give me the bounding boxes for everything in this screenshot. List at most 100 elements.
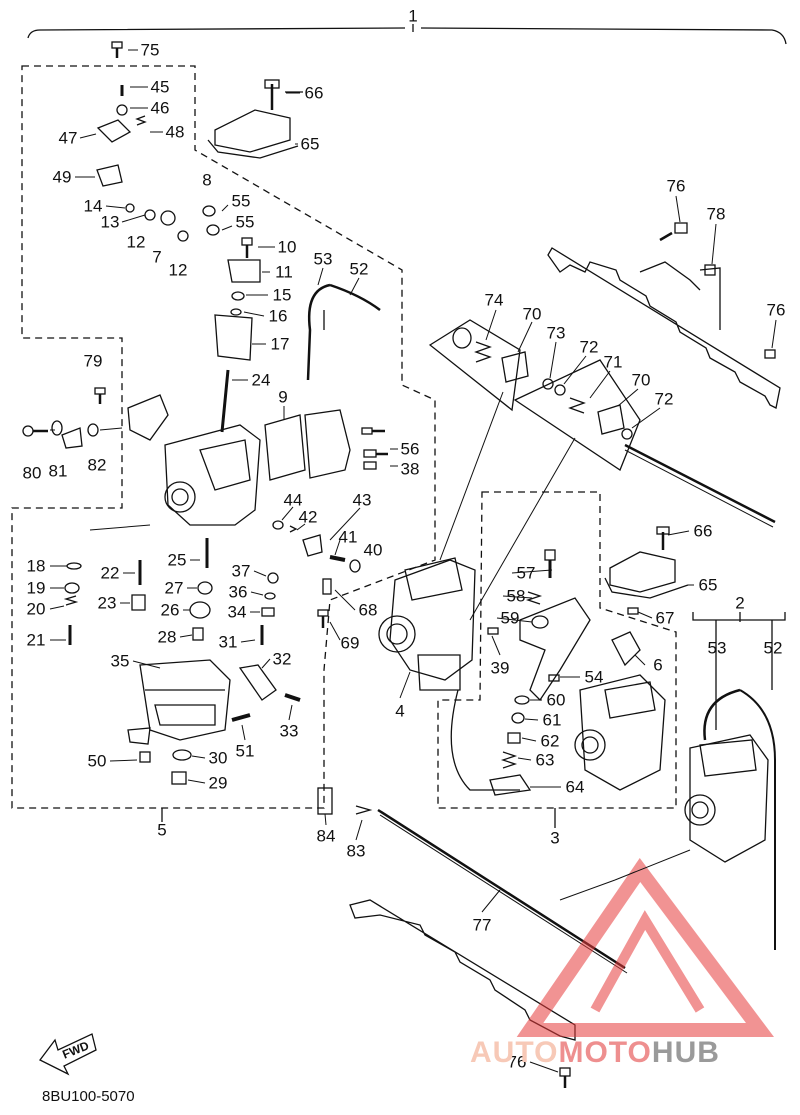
part-label-65: 65 <box>300 134 320 154</box>
part-label-3: 3 <box>550 828 560 848</box>
part-label-52: 52 <box>349 259 369 279</box>
part-label-20: 20 <box>26 599 46 619</box>
part-label-83: 83 <box>346 841 366 861</box>
carburetor-3 <box>574 674 666 791</box>
group-70-74-boundary <box>428 319 641 471</box>
part-label-75: 75 <box>140 40 160 60</box>
part-label-9: 9 <box>278 387 288 407</box>
part-label-7: 7 <box>152 247 162 267</box>
diaphragm-9 <box>264 409 351 481</box>
part-label-48: 48 <box>165 122 185 142</box>
part-label-13: 13 <box>100 212 120 232</box>
part-label-73: 73 <box>546 323 566 343</box>
small-parts <box>22 41 776 1088</box>
part-label-28: 28 <box>157 627 177 647</box>
part-label-51: 51 <box>235 741 255 761</box>
part-label-1: 1 <box>408 6 418 26</box>
part-label-39: 39 <box>490 658 510 678</box>
part-label-74: 74 <box>484 290 504 310</box>
part-label-62: 62 <box>540 731 560 751</box>
part-label-80: 80 <box>22 463 42 483</box>
part-label-42: 42 <box>298 507 318 527</box>
part-label-17: 17 <box>270 334 290 354</box>
part-label-40: 40 <box>363 540 383 560</box>
part-label-32: 32 <box>272 649 292 669</box>
part-label-54: 54 <box>584 667 604 687</box>
mounting-rail-78 <box>547 247 781 409</box>
assembly-ticks <box>161 808 556 828</box>
part-label-5: 5 <box>157 820 167 840</box>
part-label-18: 18 <box>26 556 46 576</box>
part-label-49: 49 <box>52 167 72 187</box>
part-label-15: 15 <box>272 285 292 305</box>
group-3-boundary <box>437 491 677 809</box>
part-label-69: 69 <box>340 633 360 653</box>
part-label-57: 57 <box>516 563 536 583</box>
linkage-plate-54 <box>519 597 641 702</box>
part-label-68: 68 <box>358 600 378 620</box>
part-label-41: 41 <box>338 527 358 547</box>
part-label-46: 46 <box>150 98 170 118</box>
watermark-part3: HUB <box>651 1036 720 1069</box>
part-label-76: 76 <box>507 1052 527 1072</box>
part-label-34: 34 <box>227 602 247 622</box>
watermark-logo <box>516 858 774 1037</box>
part-label-10: 10 <box>277 237 297 257</box>
carburetor-2 <box>684 734 769 863</box>
part-label-8: 8 <box>202 170 212 190</box>
part-label-55: 55 <box>231 191 251 211</box>
carburetor-4 <box>378 557 476 691</box>
part-label-12: 12 <box>168 260 188 280</box>
part-label-25: 25 <box>167 550 187 570</box>
carburetor-left <box>164 314 261 526</box>
part-label-67: 67 <box>655 608 675 628</box>
part-label-64: 64 <box>565 777 585 797</box>
part-label-72: 72 <box>654 389 674 409</box>
part-label-12: 12 <box>126 232 146 252</box>
part-label-53: 53 <box>707 638 727 658</box>
part-label-44: 44 <box>283 490 303 510</box>
assembly-bracket-2 <box>692 612 786 730</box>
part-label-58: 58 <box>506 586 526 606</box>
part-label-21: 21 <box>26 630 46 650</box>
part-label-79: 79 <box>83 351 103 371</box>
part-label-22: 22 <box>100 563 120 583</box>
part-label-66: 66 <box>693 521 713 541</box>
part-label-14: 14 <box>83 196 103 216</box>
part-label-16: 16 <box>268 306 288 326</box>
watermark-part1: AUTO <box>470 1036 559 1069</box>
part-label-70: 70 <box>631 370 651 390</box>
top-cover-65 <box>207 79 303 159</box>
part-label-76: 76 <box>766 300 786 320</box>
part-label-55: 55 <box>235 212 255 232</box>
part-label-33: 33 <box>279 721 299 741</box>
vent-hoses-52-53 <box>306 283 776 950</box>
part-label-43: 43 <box>352 490 372 510</box>
choke-cable-64 <box>450 689 532 796</box>
leader-lines <box>49 49 777 1073</box>
part-label-26: 26 <box>160 600 180 620</box>
part-label-35: 35 <box>110 651 130 671</box>
part-label-72: 72 <box>579 337 599 357</box>
part-label-50: 50 <box>87 751 107 771</box>
part-label-61: 61 <box>542 710 562 730</box>
part-label-31: 31 <box>218 632 238 652</box>
part-label-23: 23 <box>97 593 117 613</box>
part-label-38: 38 <box>400 459 420 479</box>
part-label-77: 77 <box>472 915 492 935</box>
watermark-text: AUTOMOTOHUB <box>470 1036 720 1070</box>
part-label-45: 45 <box>150 77 170 97</box>
part-label-81: 81 <box>48 461 68 481</box>
part-label-29: 29 <box>208 773 228 793</box>
part-label-2: 2 <box>735 593 745 613</box>
part-label-63: 63 <box>535 750 555 770</box>
part-label-56: 56 <box>400 439 420 459</box>
part-label-6: 6 <box>653 655 663 675</box>
part-label-70: 70 <box>522 304 542 324</box>
part-label-52: 52 <box>763 638 783 658</box>
part-label-11: 11 <box>275 262 293 282</box>
part-label-82: 82 <box>87 455 107 475</box>
part-label-78: 78 <box>706 204 726 224</box>
part-label-53: 53 <box>313 249 333 269</box>
